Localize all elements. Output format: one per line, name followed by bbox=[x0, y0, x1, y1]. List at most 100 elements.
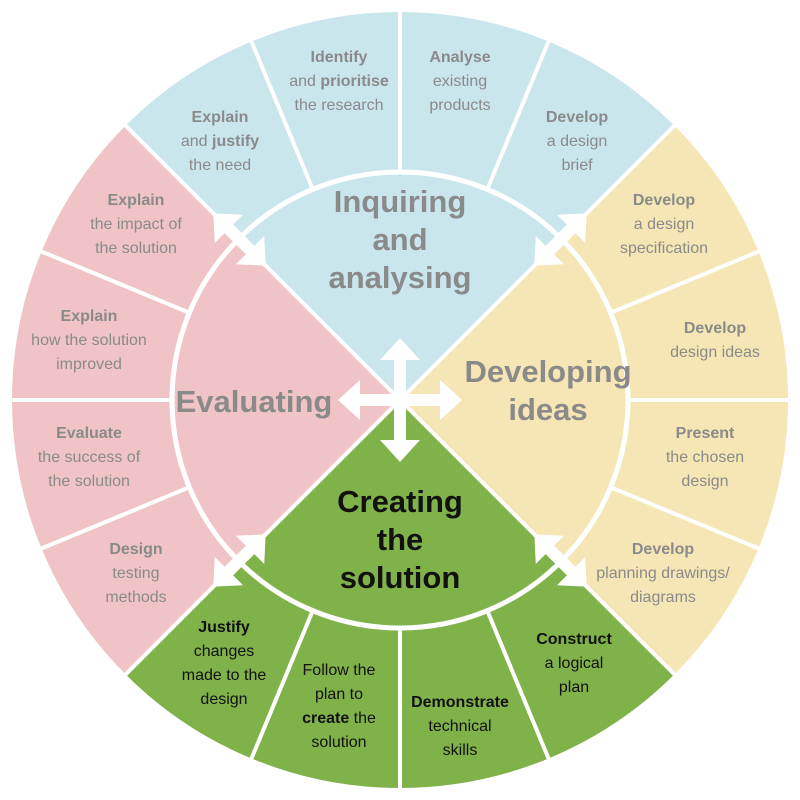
quadrant-label-line: the bbox=[377, 522, 424, 557]
segment-label-line: design ideas bbox=[670, 344, 760, 361]
segment-label-line: products bbox=[429, 97, 490, 114]
segment-evaluate-success bbox=[12, 400, 190, 549]
segment-present-chosen-design bbox=[610, 400, 788, 549]
segment-label-line: Construct bbox=[536, 631, 612, 648]
segment-demonstrate-technical-skills bbox=[400, 610, 549, 788]
segment-label-line: design bbox=[200, 691, 247, 708]
segment-label-text: the bbox=[349, 710, 376, 727]
segment-label-line: the need bbox=[189, 157, 251, 174]
segment-label-s15: Explain how the solution improved bbox=[31, 308, 147, 373]
quadrant-inquiring bbox=[238, 172, 562, 400]
segment-label-line: made to the bbox=[182, 667, 267, 684]
inner-quadrants bbox=[172, 172, 628, 628]
segment-follow-plan-create-solution bbox=[251, 610, 400, 788]
segment-label-line: Develop bbox=[633, 192, 695, 209]
segment-label-text: solution bbox=[311, 734, 366, 751]
center-cross-arrow bbox=[338, 338, 462, 462]
segment-divider bbox=[609, 248, 762, 315]
segment-label-line: Analyse bbox=[429, 49, 490, 66]
segment-label-keyword: Explain bbox=[61, 308, 118, 325]
segment-label-line: a logical bbox=[545, 655, 604, 672]
segment-label-line: the solution bbox=[48, 473, 130, 490]
segment-label-line: Identify bbox=[311, 49, 368, 66]
segment-label-text: specification bbox=[620, 240, 708, 257]
segment-label-text: diagrams bbox=[630, 589, 696, 606]
segment-label-keyword: justify bbox=[211, 133, 259, 150]
segment-label-line: improved bbox=[56, 356, 122, 373]
segment-label-line: the solution bbox=[95, 240, 177, 257]
segment-label-line: methods bbox=[105, 589, 166, 606]
segment-label-keyword: Construct bbox=[536, 631, 612, 648]
arrow-top-right bbox=[534, 213, 587, 266]
segment-label-line: diagrams bbox=[630, 589, 696, 606]
segment-label-line: Explain bbox=[108, 192, 165, 209]
segment-divider bbox=[38, 248, 191, 315]
segment-label-line: specification bbox=[620, 240, 708, 257]
quadrant-label-line: ideas bbox=[508, 392, 587, 427]
segment-construct-logical-plan bbox=[487, 561, 675, 759]
segment-label-line: the success of bbox=[38, 449, 141, 466]
segment-label-keyword: Design bbox=[109, 541, 162, 558]
segment-label-line: Present bbox=[676, 425, 735, 442]
segment-justify-changes bbox=[125, 561, 313, 759]
segment-label-line: plan bbox=[559, 679, 589, 696]
segment-divider bbox=[248, 609, 315, 762]
quadrant-label-line: Inquiring bbox=[334, 184, 467, 219]
segment-label-line: the chosen bbox=[666, 449, 744, 466]
segment-label-keyword: Explain bbox=[108, 192, 165, 209]
segment-label-text: planning drawings/ bbox=[596, 565, 730, 582]
segment-divider bbox=[609, 485, 762, 552]
segment-label-text: plan bbox=[559, 679, 589, 696]
segment-label-line: Develop bbox=[684, 320, 746, 337]
segment-label-line: plan to bbox=[315, 686, 363, 703]
segment-label-text: products bbox=[429, 97, 490, 114]
segment-label-line: testing bbox=[112, 565, 159, 582]
quadrant-label-line: solution bbox=[340, 560, 461, 595]
segment-label-text: technical bbox=[428, 718, 491, 735]
segment-label-keyword: Present bbox=[676, 425, 735, 442]
segment-label-text: and bbox=[289, 73, 320, 90]
arrow-bottom-right bbox=[534, 534, 587, 587]
segment-label-line: Explain bbox=[192, 109, 249, 126]
segment-label-keyword: Evaluate bbox=[56, 425, 122, 442]
segment-label-s1: Explain and justify the need bbox=[181, 109, 259, 174]
segment-label-keyword: Develop bbox=[546, 109, 608, 126]
segment-label-text: methods bbox=[105, 589, 166, 606]
segment-label-text: the solution bbox=[48, 473, 130, 490]
segment-label-text: made to the bbox=[182, 667, 267, 684]
segment-label-text: the need bbox=[189, 157, 251, 174]
quadrant-label-line: Developing bbox=[464, 354, 631, 389]
segment-divider bbox=[485, 609, 552, 762]
segment-label-line: Evaluate bbox=[56, 425, 122, 442]
segment-label-line: how the solution bbox=[31, 332, 147, 349]
segment-label-text: a design bbox=[634, 216, 695, 233]
segment-label-line: the research bbox=[295, 97, 384, 114]
segment-label-text: changes bbox=[194, 643, 255, 660]
inner-ring-border bbox=[169, 169, 631, 631]
quadrant-label-line: Creating bbox=[337, 484, 463, 519]
segment-label-text: design bbox=[200, 691, 247, 708]
segment-label-text: the research bbox=[295, 97, 384, 114]
segment-divider bbox=[485, 38, 552, 191]
segment-label-text: the solution bbox=[95, 240, 177, 257]
segment-label-s5: Develop a design specification bbox=[620, 192, 708, 257]
segment-label-s6: Develop design ideas bbox=[670, 320, 760, 361]
segment-label-text: a logical bbox=[545, 655, 604, 672]
segment-label-line: planning drawings/ bbox=[596, 565, 730, 582]
quadrant-label-line: and bbox=[372, 222, 427, 257]
segment-develop-planning-drawings bbox=[561, 487, 759, 675]
segment-label-text: plan to bbox=[315, 686, 363, 703]
segment-label-s9: Construct a logical plan bbox=[536, 631, 612, 696]
segment-label-text: and bbox=[181, 133, 212, 150]
segment-label-line: a design bbox=[634, 216, 695, 233]
segment-develop-design-brief bbox=[487, 41, 675, 239]
quadrant-label-evaluating: Evaluating bbox=[176, 384, 333, 419]
